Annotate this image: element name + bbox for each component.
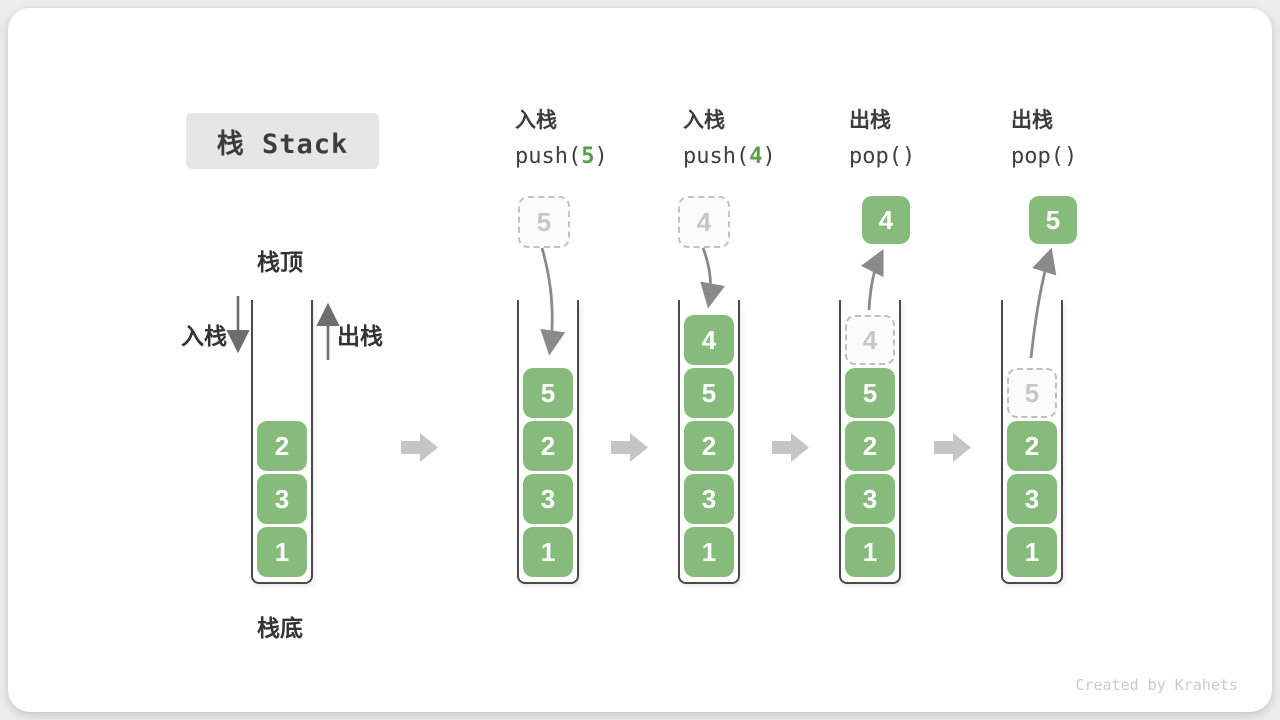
stack-item: 3 (684, 474, 734, 524)
stack-state-5: 5 2 3 1 (1001, 300, 1063, 584)
operation-label-push-5: 入栈 push(5) (515, 104, 608, 169)
popped-value-box: 4 (862, 196, 910, 244)
stack-state-3: 4 5 2 3 1 (678, 300, 740, 584)
stack-item: 5 (523, 368, 573, 418)
code-fn-open: pop( (1011, 144, 1064, 169)
code-fn-open: push( (683, 144, 750, 169)
operation-label-pop-2: 出栈 pop() (1011, 104, 1077, 169)
page-title-text: 栈 Stack (216, 128, 349, 160)
code-fn-close: ) (594, 144, 608, 169)
stack-item: 2 (1007, 421, 1057, 471)
stack-top-label: 栈顶 (257, 249, 303, 275)
stack-item: 5 (845, 368, 895, 418)
stack-state-2: 5 2 3 1 (517, 300, 579, 584)
stack-item: 5 (684, 368, 734, 418)
page-title: 栈 Stack (186, 113, 379, 169)
push-direction-label: 入栈 (181, 323, 227, 349)
pushing-value-box: 5 (518, 196, 570, 248)
stack-item: 3 (523, 474, 573, 524)
pop-direction-label: 出栈 (337, 323, 383, 349)
operation-code: pop() (1011, 144, 1077, 169)
code-arg: 4 (749, 144, 763, 169)
operation-code: push(4) (683, 144, 776, 169)
code-fn-open: push( (515, 144, 582, 169)
pushing-value-box: 4 (678, 196, 730, 248)
stack-item: 2 (257, 421, 307, 471)
stack-item: 1 (1007, 527, 1057, 577)
watermark: Created by Krahets (1075, 676, 1238, 694)
operation-code: push(5) (515, 144, 608, 169)
stack-item: 4 (684, 315, 734, 365)
stack-item: 1 (523, 527, 573, 577)
code-fn-close: ) (1063, 144, 1078, 169)
code-fn-close: ) (762, 144, 776, 169)
operation-name: 出栈 (849, 109, 891, 132)
operation-name: 入栈 (515, 109, 557, 132)
operation-name: 入栈 (683, 109, 725, 132)
operation-code: pop() (849, 144, 915, 169)
code-fn-open: pop( (849, 144, 902, 169)
stack-item: 2 (523, 421, 573, 471)
operation-label-pop-1: 出栈 pop() (849, 104, 915, 169)
stack-item: 3 (1007, 474, 1057, 524)
stack-item: 1 (845, 527, 895, 577)
stack-state-1: 2 3 1 (251, 300, 313, 584)
popped-slot-ghost: 4 (845, 315, 895, 365)
stack-item: 3 (845, 474, 895, 524)
popped-value-box: 5 (1029, 196, 1077, 244)
stack-item: 1 (684, 527, 734, 577)
stack-state-4: 4 5 2 3 1 (839, 300, 901, 584)
code-fn-close: ) (901, 144, 916, 169)
stack-item: 2 (684, 421, 734, 471)
operation-name: 出栈 (1011, 109, 1053, 132)
code-arg: 5 (581, 144, 595, 169)
popped-slot-ghost: 5 (1007, 368, 1057, 418)
stack-item: 1 (257, 527, 307, 577)
operation-label-push-4: 入栈 push(4) (683, 104, 776, 169)
stack-item: 2 (845, 421, 895, 471)
stack-item: 3 (257, 474, 307, 524)
stack-bottom-label: 栈底 (257, 615, 303, 641)
